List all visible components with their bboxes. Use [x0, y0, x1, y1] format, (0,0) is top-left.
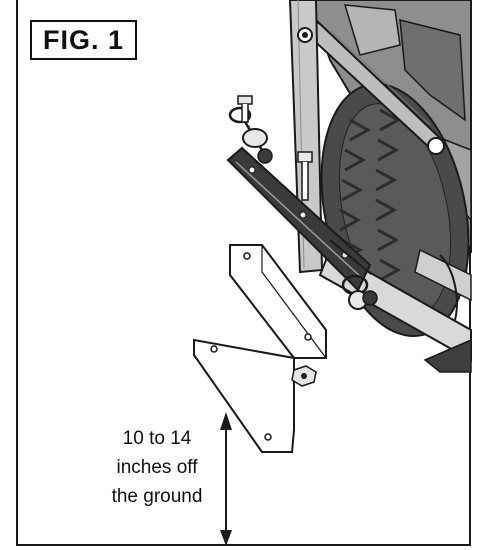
nut [291, 365, 317, 387]
height-annotation: 10 to 14 inches off the ground [96, 424, 218, 511]
hitch-pin-upper [228, 106, 273, 164]
drawbar-bolt [297, 151, 313, 201]
height-arrow [220, 412, 232, 546]
z-bracket [193, 244, 327, 453]
bolt [237, 95, 253, 123]
hitch-pin-lower [341, 274, 378, 310]
hitch-drawbar [226, 146, 372, 292]
height-annotation-line-1: 10 to 14 [122, 428, 192, 449]
height-annotation-line-3: the ground [111, 486, 203, 507]
figure-label: FIG. 1 [30, 20, 137, 60]
height-annotation-line-2: inches off [116, 457, 198, 478]
